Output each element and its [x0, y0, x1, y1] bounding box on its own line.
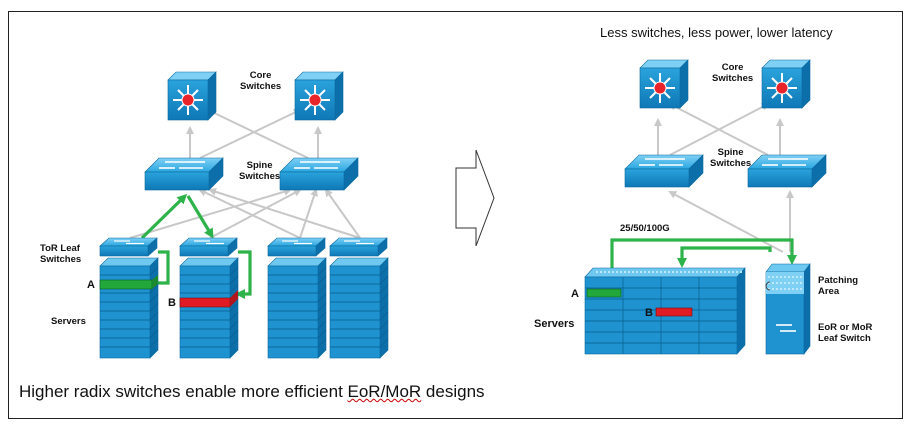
left-spine-label-line2: Switches — [239, 171, 281, 182]
right-spine-label-line2: Switches — [710, 158, 752, 169]
right-server-b-bar — [655, 307, 693, 317]
left-tor-label-line2: Switches — [40, 254, 82, 265]
left-server-b-side — [230, 290, 238, 307]
right-eor-label: EoR or MoR Leaf Switch — [818, 322, 872, 344]
right-spine-label-line1: Spine — [717, 147, 744, 158]
left-tor-switch-3 — [267, 237, 326, 257]
right-core-label: Core Switches — [712, 62, 753, 84]
caption-text-before: Higher radix switches enable more effici… — [19, 382, 348, 401]
right-patching-label-line2: Area — [818, 286, 840, 297]
left-spine-label-line1: Spine — [246, 160, 273, 171]
left-tor-label-line1: ToR Leaf — [40, 243, 80, 254]
right-patching-label-line1: Patching — [818, 275, 859, 286]
left-server-b-bar — [179, 297, 231, 308]
left-spine-switch-1 — [144, 157, 224, 191]
left-server-b-label: B — [168, 297, 176, 309]
caption-text-after: designs — [421, 382, 485, 401]
left-server-a-label: A — [87, 279, 95, 291]
right-servers-label: Servers — [534, 318, 575, 330]
left-core-switch-1 — [167, 71, 217, 121]
left-spine-label: Spine Switches — [239, 160, 280, 182]
caption-text-underlined: EoR/MoR — [347, 382, 422, 401]
right-link-speed-label: 25/50/100G — [620, 223, 670, 234]
left-core-label-line1: Core — [249, 70, 272, 81]
right-core-label-line1: Core — [721, 62, 744, 73]
right-eor-label-line2: Leaf Switch — [818, 333, 871, 344]
right-gray-links — [654, 103, 794, 253]
left-tor-switch-2 — [179, 237, 238, 257]
right-core-switch-2 — [761, 59, 811, 109]
right-spine-switch-1 — [624, 154, 704, 188]
left-rack-1 — [99, 257, 159, 359]
left-gray-links — [129, 108, 361, 239]
left-servers-label: Servers — [51, 316, 86, 327]
left-tor-switch-4 — [329, 237, 388, 257]
right-core-switch-1 — [639, 59, 689, 109]
left-tor-switch-1 — [99, 237, 158, 257]
right-spine-switch-2 — [747, 154, 827, 188]
transition-arrow-icon — [455, 149, 495, 247]
right-title: Less switches, less power, lower latency — [600, 25, 833, 40]
left-core-label-line2: Switches — [240, 81, 282, 92]
right-core-label-line2: Switches — [712, 73, 754, 84]
right-patching-label: Patching Area — [818, 275, 858, 297]
left-core-label: Core Switches — [240, 70, 281, 92]
left-core-switch-2 — [294, 71, 344, 121]
left-tor-label: ToR Leaf Switches — [40, 243, 81, 265]
left-rack-4 — [329, 257, 389, 359]
left-rack-2 — [179, 257, 239, 359]
right-eor-rack — [765, 263, 811, 355]
right-spine-label: Spine Switches — [710, 147, 751, 169]
right-server-a-bar — [586, 288, 622, 298]
right-green-path — [610, 238, 797, 290]
right-server-a-label: A — [571, 288, 579, 300]
right-server-b-label: B — [645, 307, 653, 319]
left-rack-3 — [267, 257, 327, 359]
left-server-a-bar — [99, 279, 153, 290]
caption: Higher radix switches enable more effici… — [19, 382, 485, 402]
left-server-a-side — [152, 275, 158, 289]
right-eor-label-line1: EoR or MoR — [818, 322, 873, 333]
left-spine-switch-2 — [279, 157, 359, 191]
left-green-path — [140, 193, 252, 299]
